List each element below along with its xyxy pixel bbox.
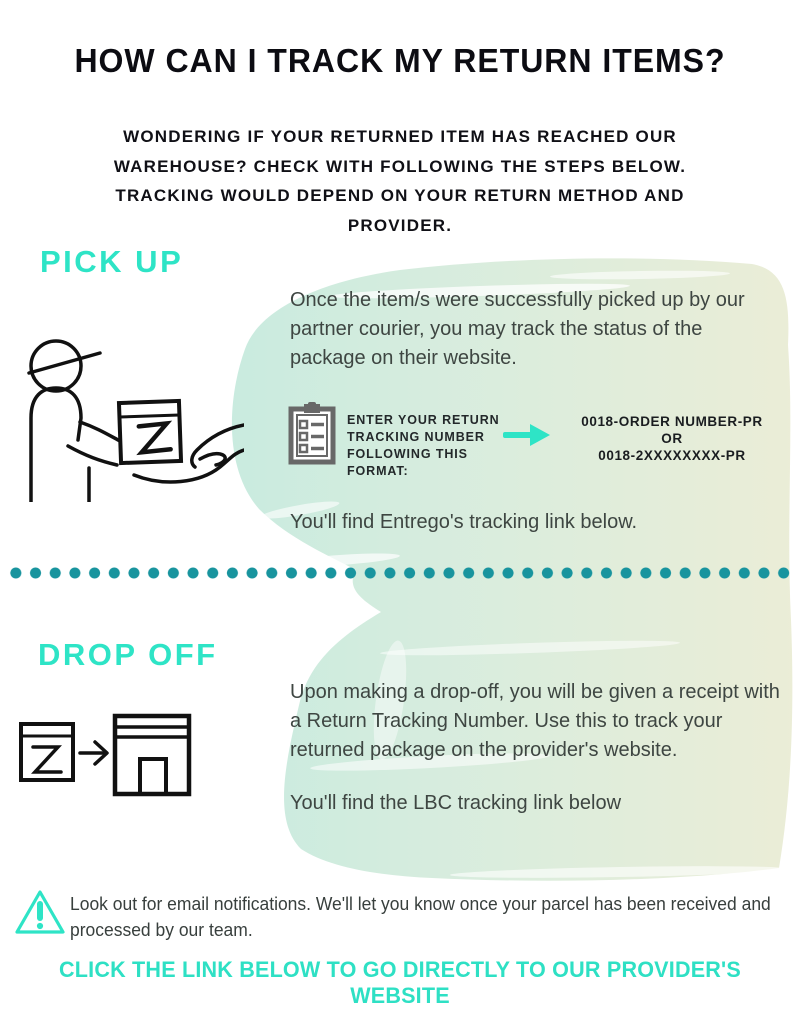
tracking-number-format: 0018-ORDER NUMBER-PR OR 0018-2XXXXXXXX-P… [572, 413, 772, 464]
format-label-line: TRACKING NUMBER [347, 430, 485, 444]
warning-triangle-icon [15, 890, 65, 934]
page-subtitle: WONDERING IF YOUR RETURNED ITEM HAS REAC… [80, 122, 720, 240]
package-to-store-icon [19, 713, 192, 797]
format-label-line: ENTER YOUR RETURN [347, 413, 500, 427]
format-value-line: OR [661, 431, 683, 446]
format-label-line: FOLLOWING THIS FORMAT: [347, 447, 468, 478]
subtitle-line: WONDERING IF YOUR RETURNED ITEM HAS REAC… [123, 127, 677, 146]
entrego-tracking-note: You'll find Entrego's tracking link belo… [290, 511, 638, 533]
clipboard-checklist-icon [288, 402, 336, 465]
lbc-tracking-note: You'll find the LBC tracking link below [290, 792, 622, 814]
email-notification-notice: Look out for email notifications. We'll … [70, 893, 771, 940]
subtitle-line: WAREHOUSE? CHECK WITH FOLLOWING THE STEP… [113, 156, 687, 176]
page-title: HOW CAN I TRACK MY RETURN ITEMS? [74, 42, 726, 79]
teal-arrow-right-icon [503, 424, 550, 446]
pickup-description: Once the item/s were successfully picked… [290, 289, 745, 369]
subtitle-line: TRACKING WOULD DEPEND ON YOUR RETURN MET… [115, 186, 685, 205]
format-value-line: 0018-2XXXXXXXX-PR [598, 448, 746, 463]
footer-cta: CLICK THE LINK BELOW TO GO DIRECTLY TO O… [59, 957, 741, 1008]
subtitle-line: PROVIDER. [347, 215, 453, 235]
courier-handing-package-illustration [27, 339, 244, 502]
format-value-line: 0018-ORDER NUMBER-PR [581, 414, 763, 429]
dropoff-section-heading: DROP OFF [38, 637, 218, 672]
dotted-divider [6, 566, 796, 580]
dropoff-description: Upon making a drop-off, you will be give… [290, 681, 780, 761]
pickup-section-heading: PICK UP [40, 244, 184, 279]
format-instruction-label: ENTER YOUR RETURN TRACKING NUMBER FOLLOW… [347, 412, 512, 480]
